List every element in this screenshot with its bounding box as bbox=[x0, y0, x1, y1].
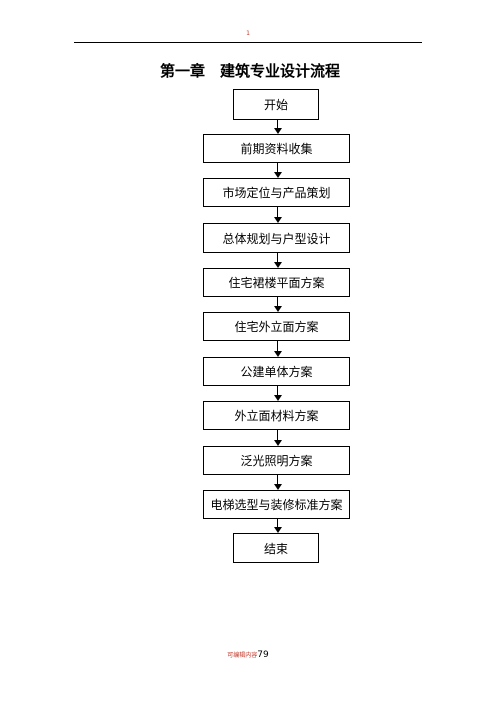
flow-node-master-plan: 总体规划与户型设计 bbox=[203, 223, 350, 253]
flow-node-market-positioning: 市场定位与产品策划 bbox=[203, 178, 350, 207]
flow-node-end: 结束 bbox=[233, 533, 319, 563]
connector-line bbox=[277, 120, 278, 128]
connector-line bbox=[277, 519, 278, 527]
arrow-down-icon bbox=[274, 395, 282, 401]
flow-node-label: 开始 bbox=[263, 98, 288, 112]
connector-line bbox=[277, 297, 278, 306]
connector-line bbox=[277, 341, 278, 351]
flow-node-label: 结束 bbox=[263, 541, 288, 556]
flow-node-label: 公建单体方案 bbox=[240, 365, 313, 379]
page-title: 第一章 建筑专业设计流程 bbox=[160, 62, 341, 80]
flow-node-elevator-finishes: 电梯选型与装修标准方案 bbox=[203, 490, 350, 519]
arrow-down-icon bbox=[274, 527, 282, 533]
flow-node-facade-scheme: 住宅外立面方案 bbox=[203, 312, 350, 341]
header-mark: 1 bbox=[246, 30, 250, 37]
footer: 可编辑内容79 bbox=[0, 650, 496, 660]
flow-node-start: 开始 bbox=[233, 89, 319, 120]
arrow-down-icon bbox=[274, 484, 282, 490]
flow-node-label: 前期资料收集 bbox=[240, 142, 313, 156]
arrow-down-icon bbox=[274, 217, 282, 223]
flow-node-preliminary-data: 前期资料收集 bbox=[203, 134, 350, 163]
flow-node-label: 泛光照明方案 bbox=[240, 454, 313, 468]
connector-line bbox=[277, 163, 278, 172]
connector-line bbox=[277, 386, 278, 395]
page-number: 79 bbox=[257, 650, 269, 660]
flow-node-label: 住宅外立面方案 bbox=[234, 320, 319, 334]
connector-line bbox=[277, 430, 278, 440]
flow-node-podium-plan: 住宅裙楼平面方案 bbox=[203, 268, 350, 297]
flow-node-label: 外立面材料方案 bbox=[234, 409, 319, 423]
footer-label: 可编辑内容 bbox=[227, 652, 258, 659]
flow-node-label: 电梯选型与装修标准方案 bbox=[210, 498, 343, 512]
arrow-down-icon bbox=[274, 128, 282, 134]
arrow-down-icon bbox=[274, 306, 282, 312]
arrow-down-icon bbox=[274, 262, 282, 268]
arrow-down-icon bbox=[274, 440, 282, 446]
flow-node-label: 住宅裙楼平面方案 bbox=[228, 276, 325, 290]
flow-node-floodlighting: 泛光照明方案 bbox=[203, 446, 350, 475]
flow-node-label: 市场定位与产品策划 bbox=[222, 186, 331, 200]
arrow-down-icon bbox=[274, 351, 282, 357]
arrow-down-icon bbox=[274, 172, 282, 178]
flow-node-facade-materials: 外立面材料方案 bbox=[203, 401, 350, 430]
flow-node-public-building: 公建单体方案 bbox=[203, 357, 350, 386]
connector-line bbox=[277, 475, 278, 484]
connector-line bbox=[277, 253, 278, 262]
connector-line bbox=[277, 207, 278, 217]
header-rule bbox=[74, 42, 422, 43]
flow-node-label: 总体规划与户型设计 bbox=[222, 231, 331, 246]
